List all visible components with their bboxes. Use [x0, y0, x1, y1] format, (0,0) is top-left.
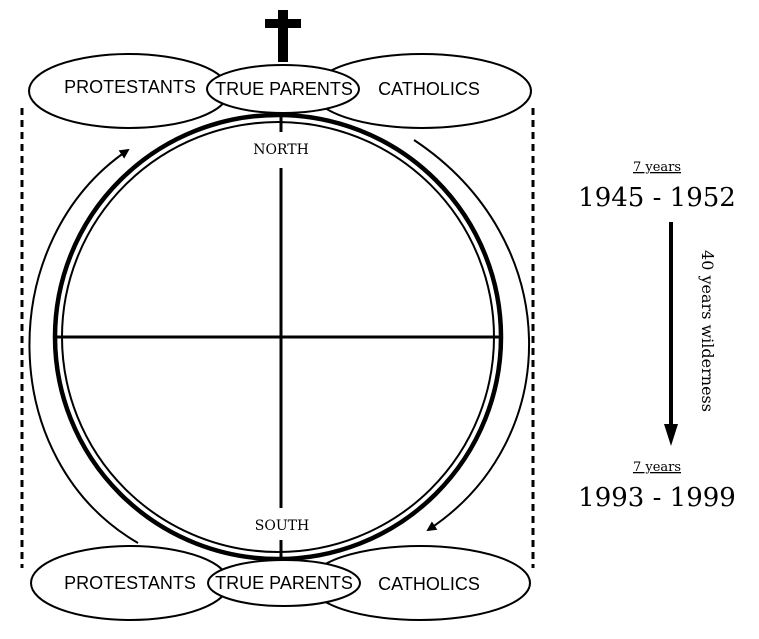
south-label: SOUTH — [255, 518, 309, 534]
north-label: NORTH — [253, 142, 309, 158]
second-period-label: 7 years — [633, 460, 681, 475]
top-true-parents-label: TRUE PARENTS — [215, 79, 353, 99]
left-cycle-arrow — [28, 148, 139, 544]
wilderness-arrow-head — [664, 424, 678, 446]
top-true-parents-ellipse — [206, 64, 360, 114]
cross-icon — [265, 10, 301, 62]
right-cycle-arrow — [413, 139, 530, 532]
wilderness-label: 40 years wilderness — [698, 250, 717, 412]
first-period-label: 7 years — [633, 160, 681, 175]
bottom-catholics-label: CATHOLICS — [378, 574, 480, 594]
top-catholics-label: CATHOLICS — [378, 79, 480, 99]
second-date-range: 1993 - 1999 — [578, 483, 736, 513]
main-circle-outer — [52, 112, 504, 562]
first-date-range: 1945 - 1952 — [578, 183, 736, 213]
bottom-protestants-label: PROTESTANTS — [64, 573, 196, 593]
bottom-true-parents-label: TRUE PARENTS — [215, 573, 353, 593]
top-protestants-label: PROTESTANTS — [64, 77, 196, 97]
bottom-true-parents-ellipse — [207, 559, 361, 607]
